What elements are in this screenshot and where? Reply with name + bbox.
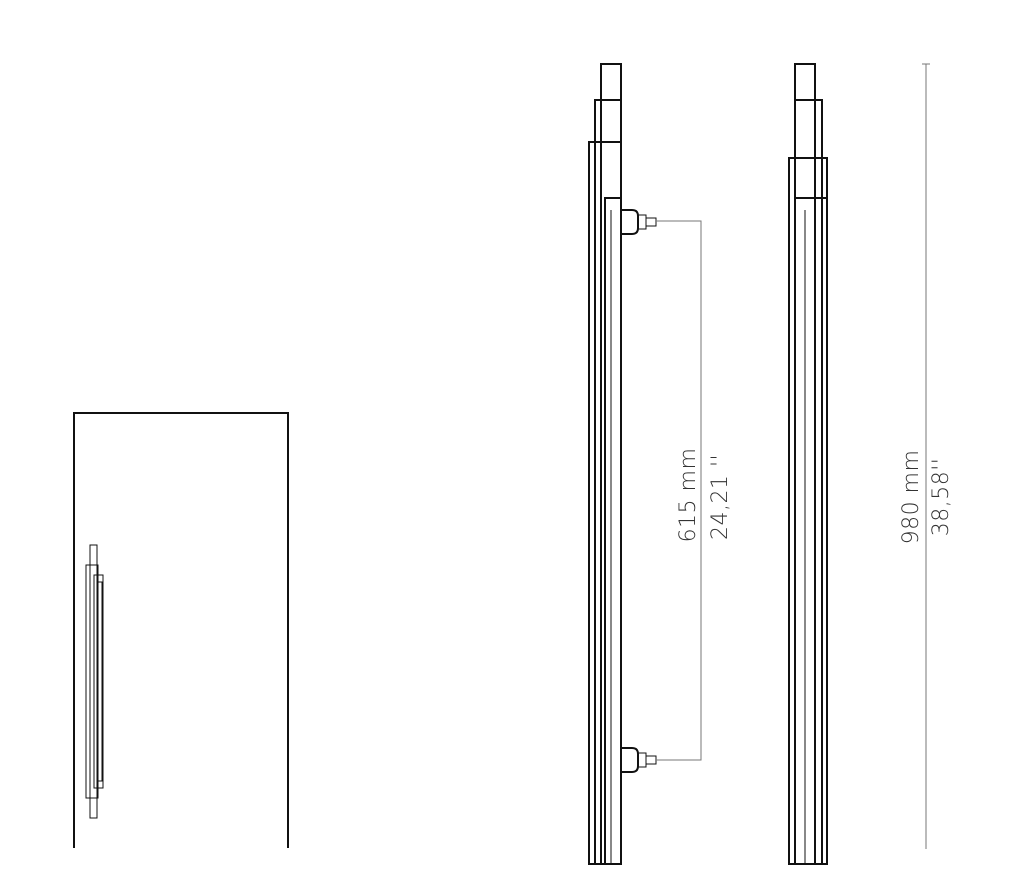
cabinet-door-illustration (73, 412, 289, 848)
handle-profile-plain (788, 63, 828, 865)
profile-plain-layer-2 (794, 99, 823, 865)
profile-layer-4 (604, 197, 622, 865)
mount-spacing-dimension-line (656, 220, 702, 761)
mount-screw-bottom (620, 747, 657, 773)
overall-height-dimension (922, 63, 930, 849)
overall-height-imperial-label: 38,58'' (929, 458, 954, 537)
handle-profile-with-mounts (588, 63, 702, 865)
mount-screw-top (620, 209, 657, 235)
handle-layer-inner (93, 574, 104, 789)
mount-spacing-metric-label: 615 mm (676, 448, 701, 543)
profile-plain-layer-4 (794, 197, 828, 865)
mount-spacing-imperial-label: 24,21 '' (708, 454, 733, 540)
handle-layer-middle (85, 564, 99, 799)
door-outline (73, 412, 289, 848)
handle-bar (96, 581, 103, 782)
overall-height-metric-label: 980 mm (899, 450, 924, 545)
profile-layer-2 (594, 99, 622, 865)
